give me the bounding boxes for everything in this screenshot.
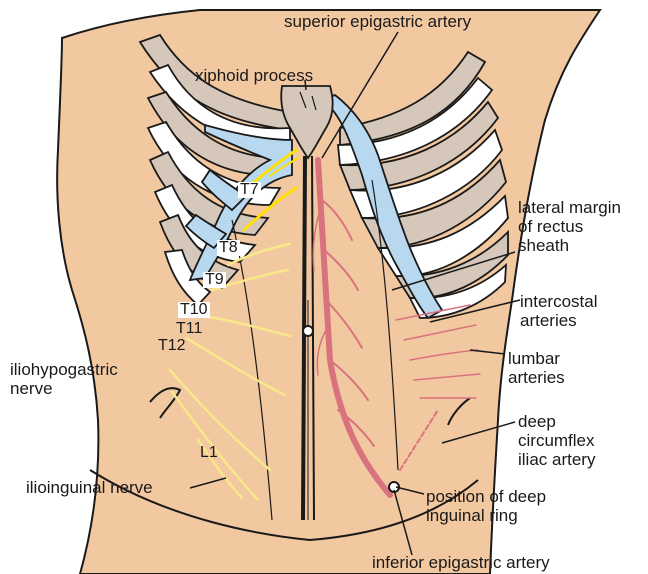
t9-label: T9 [203,272,226,288]
lateral-margin-label: lateral margin of rectus sheath [518,198,621,255]
xiphoid-process-label: xiphoid process [195,66,313,85]
umbilicus [303,326,313,336]
l1-label: L1 [200,445,218,461]
t11-label: T11 [176,321,202,337]
position-of-deep-inguinal-ring-label: position of deep inguinal ring [426,487,546,525]
ilioinguinal-nerve-label: ilioinguinal nerve [26,478,153,497]
lumbar-arteries-label: lumbar arteries [508,349,565,387]
intercostal-arteries-label: intercostal arteries [520,292,597,330]
t12-label: T12 [158,338,186,354]
iliohypogastric-nerve-label: iliohypogastric nerve [10,360,118,398]
t8-label: T8 [217,240,240,256]
superior-epigastric-artery-label: superior epigastric artery [284,12,471,31]
t7-label: T7 [238,182,261,198]
inferior-epigastric-artery-label: inferior epigastric artery [372,553,550,572]
t10-label: T10 [178,302,210,318]
deep-circumflex-iliac-artery-label: deep circumflex iliac artery [518,412,595,469]
